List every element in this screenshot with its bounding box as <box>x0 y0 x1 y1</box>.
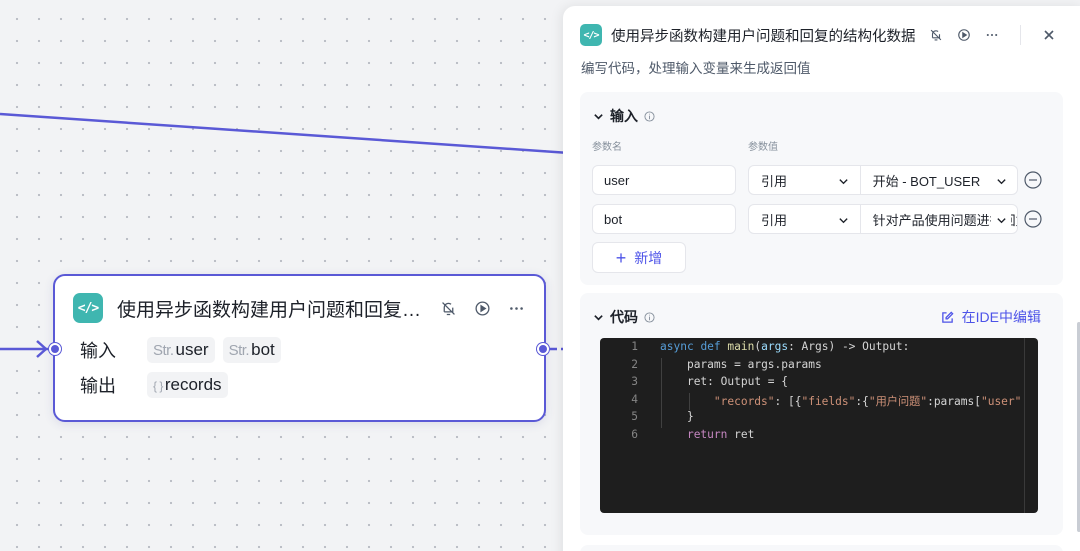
panel-scrollbar[interactable] <box>1077 322 1080 532</box>
add-param-button[interactable]: + 新增 <box>592 242 686 273</box>
type-label: Str. <box>153 342 174 359</box>
remove-param-button[interactable] <box>1024 171 1042 189</box>
panel-description: 编写代码，处理输入变量来生成返回值 <box>581 61 811 76</box>
code-node-icon: </> <box>73 293 103 323</box>
output-port[interactable] <box>537 343 549 355</box>
line-number: 5 <box>631 410 638 423</box>
line-number: 6 <box>631 428 638 441</box>
node-header: </> 使用异步函数构建用户问题和回复… <box>73 292 526 324</box>
panel-title[interactable]: 使用异步函数构建用户问题和回复的结构化数据 <box>611 28 916 45</box>
line-number: 1 <box>631 340 638 353</box>
node-title: 使用异步函数构建用户问题和回复… <box>117 299 422 321</box>
indent-guide <box>661 358 662 428</box>
ref-mode-label: 引用 <box>761 173 788 189</box>
node-config-panel: </> 使用异步函数构建用户问题和回复的结构化数据 编写代码，处理输入变量来生成… <box>563 6 1080 551</box>
close-icon[interactable] <box>1039 25 1059 45</box>
chevron-down-icon <box>991 171 1011 191</box>
column-header-value: 参数值 <box>748 142 778 153</box>
remove-param-button[interactable] <box>1024 210 1042 228</box>
line-number: 4 <box>631 393 638 406</box>
chevron-down-icon <box>833 171 854 191</box>
ref-value-select[interactable]: 针对产品使用问题进行回复 <box>861 205 1017 233</box>
code-section-header[interactable]: 代码 <box>592 307 655 327</box>
ref-value-label: 针对产品使用问题进行回复 <box>872 212 1017 228</box>
code-editor[interactable]: 1 2 3 4 5 6 async def main(args: Args) -… <box>600 338 1038 513</box>
param-value-select[interactable]: 引用 开始 - BOT_USER <box>748 165 1018 195</box>
node-output-row: 输出 { }records <box>80 372 236 398</box>
next-section <box>580 545 1063 551</box>
notification-off-icon[interactable] <box>438 298 458 318</box>
input-section: 输入 参数名 参数值 user 引用 开始 - BOT_USER bot 引用 <box>580 92 1063 285</box>
edge-arrow <box>36 340 48 358</box>
indent-guide <box>689 393 690 410</box>
type-label: Str. <box>228 342 250 359</box>
ref-mode-label: 引用 <box>761 212 788 228</box>
add-param-label: 新增 <box>634 249 663 266</box>
ref-value-select[interactable]: 开始 - BOT_USER <box>861 166 1017 194</box>
chevron-down-icon <box>833 210 854 230</box>
code-section: 代码 在IDE中编辑 1 2 3 4 5 6 async def main(ar… <box>580 293 1063 535</box>
node-input-row: 输入 Str.user Str.bot <box>80 337 289 363</box>
info-icon[interactable] <box>643 106 655 126</box>
column-header-name: 参数名 <box>592 142 622 153</box>
code-line: ret: Output = { <box>686 375 788 388</box>
var-name: records <box>164 375 222 394</box>
ref-mode-select[interactable]: 引用 <box>749 166 861 194</box>
divider <box>1020 25 1021 45</box>
code-node[interactable]: </> 使用异步函数构建用户问题和回复… 输入 Str.user Str.bot… <box>53 274 546 422</box>
more-icon[interactable] <box>506 298 526 318</box>
panel-header: </> 使用异步函数构建用户问题和回复的结构化数据 <box>580 22 1080 48</box>
code-line: return ret <box>686 428 755 441</box>
ref-mode-select[interactable]: 引用 <box>749 205 861 233</box>
type-label: { } <box>153 379 163 393</box>
info-icon[interactable] <box>643 307 655 327</box>
node-input-label: 输入 <box>80 341 116 361</box>
input-tag-user: Str.user <box>147 337 215 363</box>
param-name-input[interactable]: bot <box>592 204 736 234</box>
chevron-down-icon[interactable] <box>592 106 604 126</box>
line-number: 2 <box>631 358 638 371</box>
code-node-icon: </> <box>580 24 602 46</box>
edit-in-ide-link[interactable]: 在IDE中编辑 <box>938 307 1041 327</box>
editor-scrollbar[interactable] <box>1024 338 1025 513</box>
edit-in-ide-label: 在IDE中编辑 <box>961 309 1041 325</box>
code-line: } <box>686 410 694 423</box>
input-section-header[interactable]: 输入 <box>592 106 655 126</box>
notification-off-icon[interactable] <box>926 25 946 45</box>
code-line: async def main(args: Args) -> Output: <box>660 340 910 353</box>
plus-icon: + <box>615 247 627 268</box>
section-title: 输入 <box>610 108 638 124</box>
line-number: 3 <box>631 375 638 388</box>
chevron-down-icon[interactable] <box>592 307 604 327</box>
run-icon[interactable] <box>472 298 492 318</box>
param-name-input[interactable]: user <box>592 165 736 195</box>
code-line: params = args.params <box>686 358 822 371</box>
param-value-select[interactable]: 引用 针对产品使用问题进行回复 <box>748 204 1018 234</box>
more-icon[interactable] <box>982 25 1002 45</box>
ref-value-label: 开始 - BOT_USER <box>872 173 981 189</box>
var-name: user <box>175 340 209 359</box>
node-output-label: 输出 <box>80 376 116 396</box>
edit-icon <box>938 307 958 327</box>
input-port[interactable] <box>49 343 61 355</box>
output-tag-records: { }records <box>147 372 228 398</box>
chevron-down-icon <box>991 210 1011 230</box>
var-name: bot <box>251 340 275 359</box>
run-icon[interactable] <box>954 25 974 45</box>
section-title: 代码 <box>610 309 638 325</box>
code-line: "records": [{"fields":{"用户问题":params["us… <box>713 395 1022 408</box>
input-tag-bot: Str.bot <box>222 337 281 363</box>
